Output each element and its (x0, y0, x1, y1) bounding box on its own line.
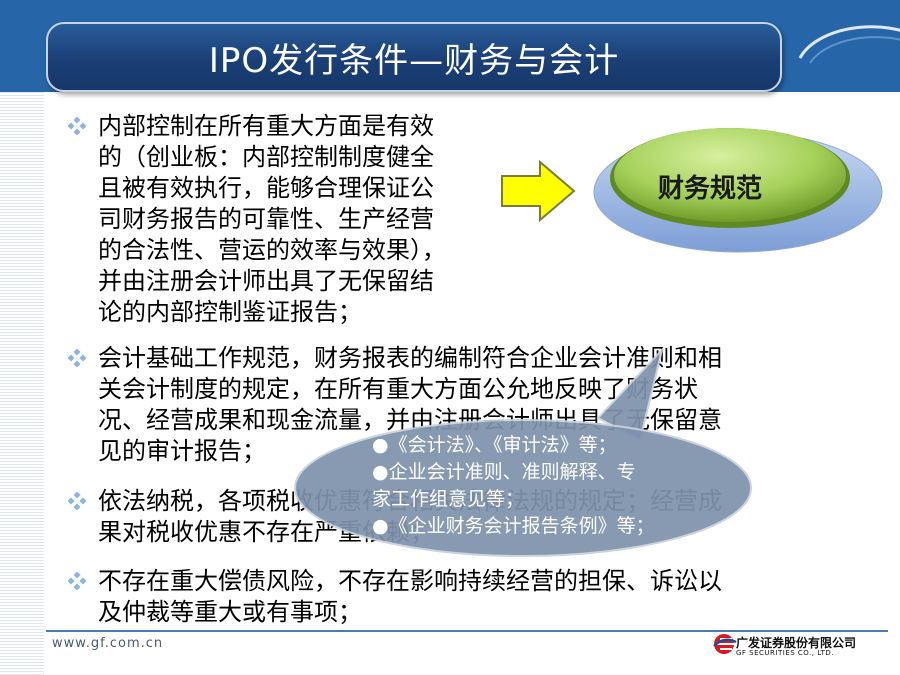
diamond-bullet-icon (68, 492, 86, 510)
bullet-line: 不存在重大偿债风险，不存在影响持续经营的担保、诉讼以 (98, 567, 722, 595)
footer-url[interactable]: www.gf.com.cn (52, 636, 164, 651)
bullet-debt-risk: 不存在重大偿债风险，不存在影响持续经营的担保、诉讼以 及仲裁等重大或有事项； (68, 566, 818, 628)
bullet-line: 且被有效执行，能够合理保证公 (98, 174, 434, 202)
finance-oval (593, 128, 883, 253)
bullet-line: 及仲裁等重大或有事项； (98, 598, 362, 626)
bullet-line: 论的内部控制鉴证报告； (98, 298, 362, 326)
bullet-line: 会计基础工作规范，财务报表的编制符合企业会计准则和相 (98, 344, 722, 372)
bullet-line: 内部控制在所有重大方面是有效 (98, 112, 434, 140)
bullet-line: 并由注册会计师出具了无保留结 (98, 267, 434, 295)
diamond-bullet-icon (68, 117, 86, 135)
logo-company-cn: 广发证券股份有限公司 (736, 636, 857, 650)
bullet-line: 司财务报告的可靠性、生产经营 (98, 205, 434, 233)
callout-line: ●《会计法》、《审计法》等； (372, 434, 617, 456)
page-title: IPO发行条件—财务与会计 (208, 40, 620, 81)
footer-divider (46, 630, 888, 632)
bullet-line: 的合法性、营运的效率与效果）， (98, 236, 446, 264)
decorative-arc (798, 25, 900, 64)
oval-label: 财务规范 (657, 174, 762, 204)
arrow-right-icon (501, 160, 576, 222)
callout-line: ●《企业财务会计报告条例》等； (372, 515, 655, 537)
logo-company-en: GF SECURITIES CO., LTD. (736, 649, 835, 657)
left-stripes (0, 92, 44, 675)
bullet-line: 见的审计报告； (98, 437, 266, 465)
diamond-bullet-icon (68, 349, 86, 367)
bullet-line: 的（创业板：内部控制制度健全 (98, 143, 434, 171)
title-bar: IPO发行条件—财务与会计 (46, 22, 782, 92)
callout-text: ●《会计法》、《审计法》等； ●企业会计准则、准则解释、专 家工作组意见等； ●… (372, 432, 732, 540)
callout-line: ●企业会计准则、准则解释、专 (372, 461, 636, 483)
gf-logo-icon (713, 634, 737, 654)
callout-line: 家工作组意见等； (372, 488, 525, 510)
bullet-line: 关会计制度的规定，在所有重大方面公允地反映了财务状 (98, 375, 698, 403)
bullet-internal-control: 内部控制在所有重大方面是有效 的（创业板：内部控制制度健全 且被有效执行，能够合… (68, 111, 498, 328)
diamond-bullet-icon (68, 572, 86, 590)
